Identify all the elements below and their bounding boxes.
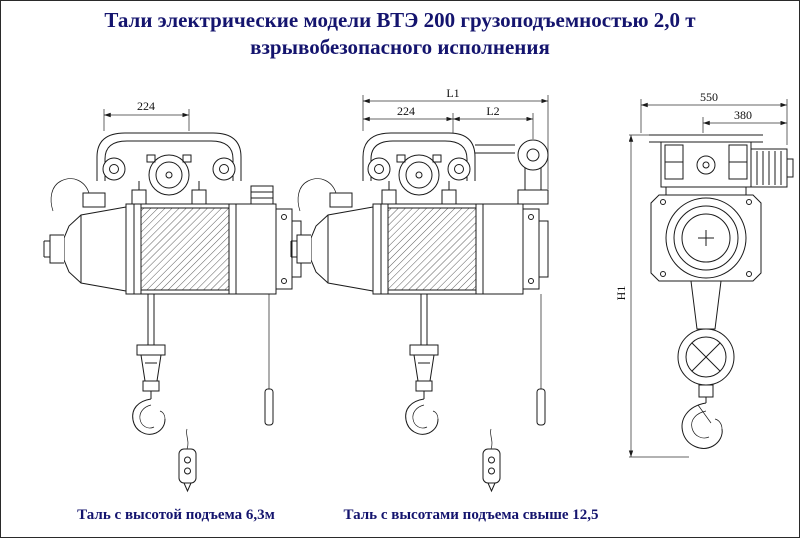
trolley-wheel bbox=[447, 157, 471, 181]
junction-box bbox=[329, 192, 353, 208]
dim-left-224: 224 bbox=[103, 99, 190, 131]
dim-end-380-label: 380 bbox=[734, 108, 752, 122]
travel-mechanism bbox=[660, 141, 794, 195]
pendant-control bbox=[482, 428, 501, 493]
rope-and-hook bbox=[132, 294, 166, 435]
safety-latch bbox=[697, 404, 712, 424]
rope-and-hook bbox=[405, 294, 439, 435]
dim-mid-L2: L2 bbox=[453, 104, 534, 139]
monorail-beam bbox=[649, 134, 763, 143]
dim-end-550-label: 550 bbox=[700, 90, 718, 104]
suspension-hub bbox=[398, 154, 440, 196]
rope-drum bbox=[387, 207, 477, 291]
dim-end-380: 380 bbox=[702, 108, 787, 133]
power-cable bbox=[297, 178, 337, 212]
travel-trolley bbox=[362, 132, 549, 205]
dim-end-550: 550 bbox=[640, 90, 788, 145]
dim-end-H1-label: H1 bbox=[614, 286, 628, 301]
rope-drum bbox=[140, 207, 230, 291]
dim-mid-L2-label: L2 bbox=[486, 104, 499, 118]
hoist-125-drawing: L1 224 L2 bbox=[290, 89, 549, 493]
electric-motor bbox=[43, 178, 127, 292]
dim-mid-224-label: 224 bbox=[397, 104, 415, 118]
caption-hoist-125: Таль с высотами подъема свыше 12,5 bbox=[343, 507, 599, 523]
load-hook bbox=[681, 402, 723, 449]
end-view-drawing: 550 380 H1 bbox=[614, 90, 794, 458]
hoist-drawings-canvas: 224 bbox=[43, 89, 794, 493]
suspension-hub bbox=[148, 154, 190, 196]
pendant-button bbox=[488, 467, 495, 475]
travel-trolley bbox=[96, 132, 242, 205]
hoist-body bbox=[372, 203, 524, 295]
load-hook bbox=[405, 398, 439, 435]
page-title-line-1: Тали электрические модели ВТЭ 200 грузоп… bbox=[104, 8, 696, 32]
pendant-button bbox=[184, 467, 191, 475]
dim-mid-L1: L1 bbox=[362, 89, 549, 189]
dim-left-224-label: 224 bbox=[137, 99, 155, 113]
pendant-button bbox=[184, 456, 191, 464]
page-title: Тали электрические модели ВТЭ 200 грузоп… bbox=[1, 7, 799, 62]
pendant-cable bbox=[536, 294, 546, 426]
hook-block bbox=[677, 280, 735, 449]
junction-box bbox=[82, 192, 106, 208]
hoist-body bbox=[125, 203, 277, 295]
pendant-control bbox=[178, 428, 197, 493]
hoist-housing bbox=[650, 194, 762, 282]
pendant-cable bbox=[264, 294, 274, 426]
trolley-wheel bbox=[367, 157, 391, 181]
outrigger-wheel bbox=[517, 139, 549, 171]
hoist-63-drawing: 224 bbox=[43, 99, 302, 493]
gearbox bbox=[522, 208, 549, 290]
load-hook bbox=[132, 398, 166, 435]
dim-end-H1: H1 bbox=[614, 134, 689, 458]
caption-hoist-63: Таль с высотой подъема 6,3м bbox=[77, 507, 275, 523]
trolley-wheel bbox=[102, 157, 126, 181]
pendant-button bbox=[488, 456, 495, 464]
power-cable bbox=[50, 178, 90, 212]
page-title-line-2: взрывобезопасного исполнения bbox=[250, 35, 550, 60]
dim-mid-L1-label: L1 bbox=[446, 89, 459, 100]
electric-motor bbox=[290, 178, 374, 292]
trolley-wheel bbox=[212, 157, 236, 181]
